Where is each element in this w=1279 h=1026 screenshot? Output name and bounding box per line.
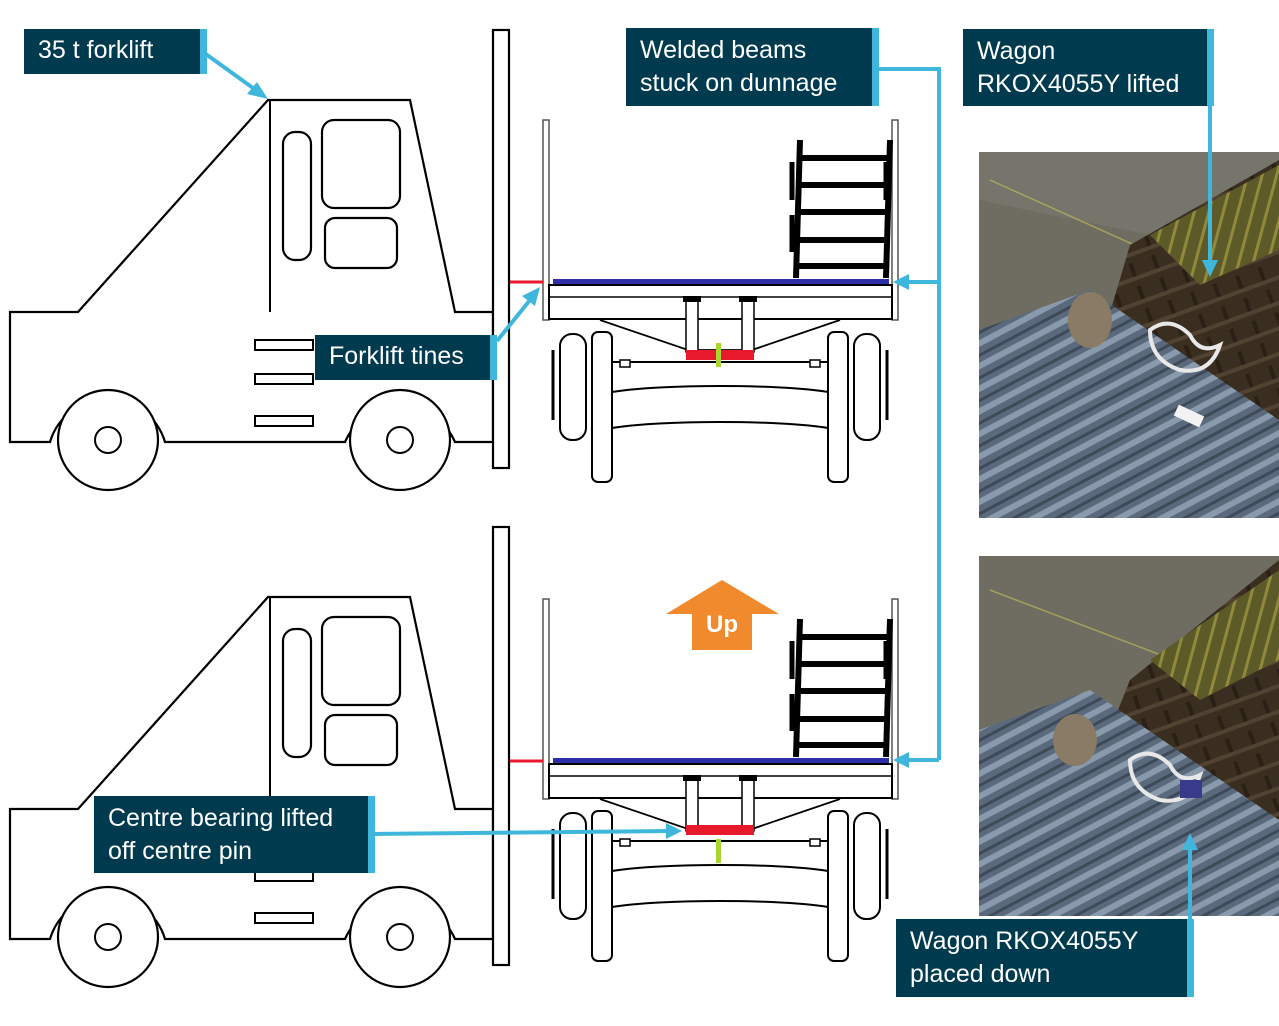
- centre-pin-bottom: [716, 839, 721, 863]
- wagon-bottom: [510, 599, 898, 961]
- wagon-top: [510, 120, 898, 482]
- centre-pin-top: [716, 343, 721, 367]
- callout-wagon-placed: Wagon RKOX4055Y placed down: [896, 919, 1194, 997]
- callout-forklift: 35 t forklift: [24, 29, 207, 74]
- up-arrow-label: Up: [706, 611, 738, 638]
- callout-forklift-tines: Forklift tines: [315, 335, 497, 380]
- callout-centre-bearing: Centre bearing lifted off centre pin: [94, 796, 375, 873]
- centre-bearing-bottom: [686, 825, 754, 835]
- forklift-bottom: [8, 525, 511, 989]
- up-arrow-icon: Up: [666, 580, 779, 650]
- photo-wagon-placed: [979, 556, 1279, 916]
- photo-wagon-lifted: [979, 152, 1279, 518]
- forklift-top: [8, 28, 511, 492]
- callout-welded-beams: Welded beams stuck on dunnage: [626, 28, 879, 106]
- callout-wagon-lifted: Wagon RKOX4055Y lifted: [963, 29, 1214, 106]
